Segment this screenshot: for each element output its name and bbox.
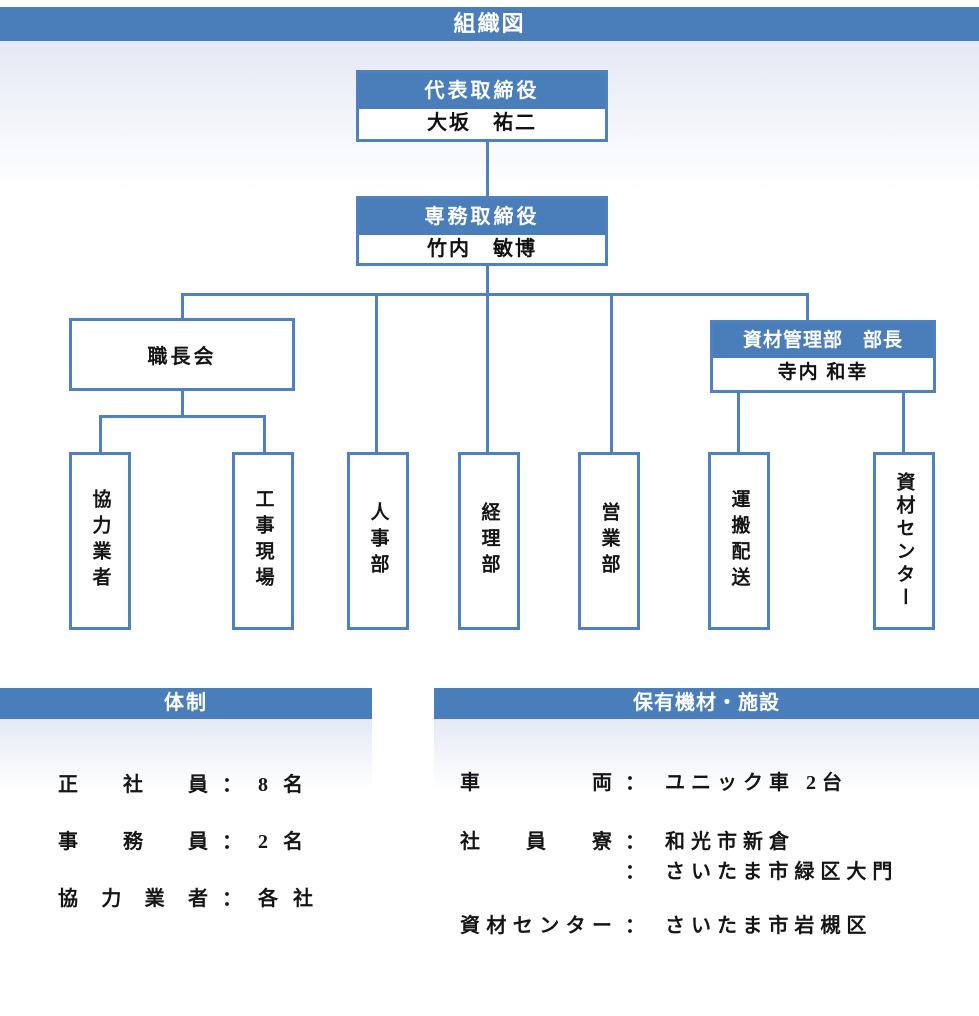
structure-list: 正社員 ： 8 名 事務員 ： 2 名 協力業者 ： 各 社 xyxy=(58,768,398,912)
connector-to-contractors xyxy=(99,415,102,452)
connector-foreman-down xyxy=(181,391,184,417)
material-dept-title: 資材管理部 部長 xyxy=(713,323,933,358)
colon-separator: ： xyxy=(625,915,645,937)
row-value: 8 名 xyxy=(258,774,308,796)
structure-section-title: 体制 xyxy=(0,688,372,719)
connector-to-material-dept xyxy=(806,293,809,322)
president-name: 大坂 祐二 xyxy=(427,112,537,134)
dept-box-accounting: 経理部 xyxy=(458,452,520,630)
connector-to-sales xyxy=(610,293,613,452)
row-values: ： さいたま市岩槻区 xyxy=(625,911,872,941)
row-label: 協力業者 xyxy=(58,888,208,910)
row-value: さいたま市緑区大門 xyxy=(665,861,899,883)
equipment-row-dormitories: 社員寮 ： 和光市新倉 ： さいたま市緑区大門 xyxy=(460,827,975,887)
connector-to-material-center xyxy=(902,393,905,452)
row-values: ： 和光市新倉 ： さいたま市緑区大門 xyxy=(625,827,898,887)
material-dept-manager-name: 寺内 和幸 xyxy=(777,362,869,383)
row-value: 各 社 xyxy=(258,888,318,910)
structure-row-contractors: 協力業者 ： 各 社 xyxy=(58,882,398,912)
org-box-material-dept: 資材管理部 部長 寺内 和幸 xyxy=(710,320,936,393)
connector-foreman-horizontal xyxy=(99,415,266,418)
equipment-list: 車両 ： ユニック車 2台 社員寮 ： 和光市新倉 ： さいたま市緑区大門 xyxy=(460,768,975,941)
colon-separator: ： xyxy=(222,774,242,796)
org-box-senior-director: 専務取締役 竹内 敏博 xyxy=(356,196,608,266)
background-gradient-structure xyxy=(0,719,372,791)
org-box-foreman-group: 職長会 xyxy=(69,318,295,391)
senior-director-name: 竹内 敏博 xyxy=(427,238,537,260)
colon-separator: ： xyxy=(222,831,242,853)
row-label: 資材センター xyxy=(460,915,612,937)
colon-separator: ： xyxy=(222,888,242,910)
connector-senior-to-trunk xyxy=(486,266,489,295)
dept-box-cooperating-contractors: 協力業者 xyxy=(69,452,131,630)
row-label: 車両 xyxy=(460,772,612,794)
equipment-row-vehicles: 車両 ： ユニック車 2台 xyxy=(460,768,975,798)
dept-box-construction-site: 工事現場 xyxy=(232,452,294,630)
president-title: 代表取締役 xyxy=(359,73,605,109)
dept-box-hr: 人事部 xyxy=(347,452,409,630)
connector-to-hr xyxy=(375,293,378,452)
row-label: 事務員 xyxy=(58,831,208,853)
row-value: さいたま市岩槻区 xyxy=(665,915,873,937)
row-value: ユニック車 2台 xyxy=(665,772,848,794)
structure-row-office-staff: 事務員 ： 2 名 xyxy=(58,825,398,855)
connector-main-horizontal xyxy=(181,293,809,296)
connector-to-accounting xyxy=(486,293,489,452)
row-label: 社員寮 xyxy=(460,831,612,853)
colon-separator: ： xyxy=(625,831,645,853)
connector-to-foreman xyxy=(181,293,184,320)
row-value: 和光市新倉 xyxy=(665,831,795,853)
senior-director-title: 専務取締役 xyxy=(359,199,605,235)
equipment-section-title: 保有機材・施設 xyxy=(434,688,979,719)
row-label: 正社員 xyxy=(58,774,208,796)
background-gradient-equipment xyxy=(434,719,979,791)
row-values: ： ユニック車 2台 xyxy=(625,768,848,798)
colon-separator: ： xyxy=(625,772,645,794)
org-box-president: 代表取締役 大坂 祐二 xyxy=(356,70,608,142)
connector-to-construction-site xyxy=(263,415,266,452)
equipment-row-material-center: 資材センター ： さいたま市岩槻区 xyxy=(460,911,975,941)
page-title: 組織図 xyxy=(0,7,979,41)
structure-row-regular-employees: 正社員 ： 8 名 xyxy=(58,768,398,798)
colon-separator: ： xyxy=(625,861,645,883)
dept-box-sales: 営業部 xyxy=(578,452,640,630)
dept-box-material-center: 資材センター xyxy=(873,452,935,630)
dept-box-transport-delivery: 運搬配送 xyxy=(708,452,770,630)
connector-to-transport xyxy=(737,393,740,452)
row-value: 2 名 xyxy=(258,831,308,853)
connector-president-to-senior xyxy=(486,142,489,196)
